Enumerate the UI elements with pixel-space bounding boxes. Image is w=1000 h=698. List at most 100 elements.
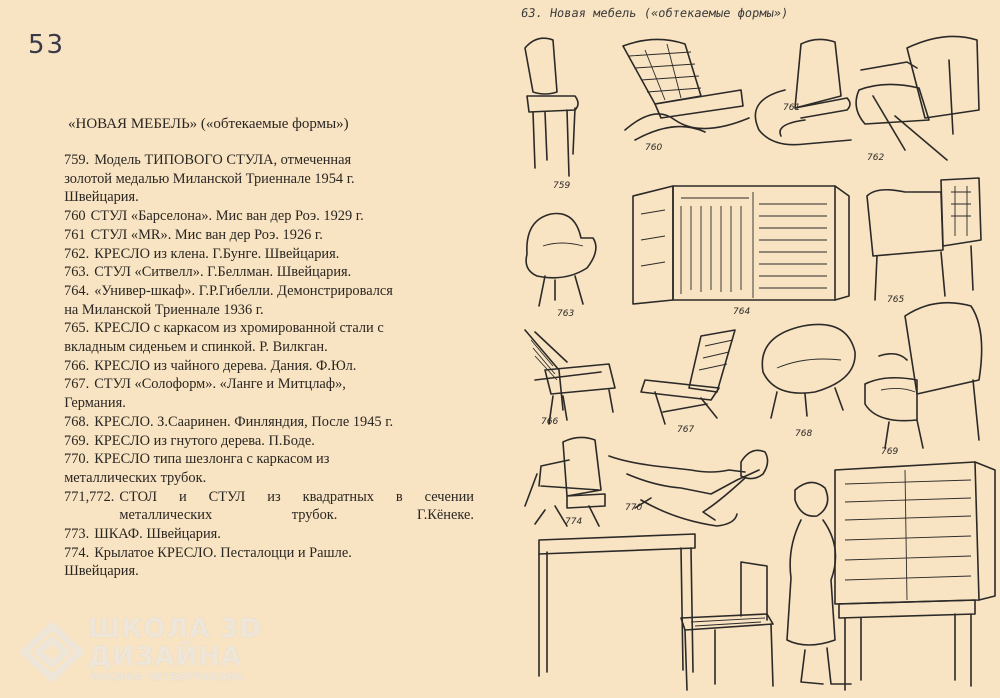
caption-line: КРЕСЛО. З.Сааринен. Финляндия, После 194… [94, 413, 394, 430]
caption-entry: 762.КРЕСЛО из клена. Г.Бунге. Швейцария. [64, 245, 474, 264]
caption-line: на Миланской Триеннале 1936 г. [64, 301, 264, 318]
caption-number: 759. [64, 152, 90, 168]
caption-number: 764. [64, 282, 90, 299]
caption-number: 771,772. [64, 488, 115, 505]
caption-text: КРЕСЛО с каркасом из хромированной стали… [64, 319, 474, 356]
caption-text: КРЕСЛО. З.Сааринен. Финляндия, После 194… [94, 413, 474, 432]
caption-line: КРЕСЛО типа шезлонга с каркасом из [94, 451, 330, 468]
chair-760-illustration [622, 38, 750, 141]
label-759: 759 [553, 181, 570, 191]
chair-765-illustration [866, 177, 982, 301]
caption-entry: 765.КРЕСЛО с каркасом из хромированной с… [64, 319, 474, 356]
caption-line: Швейцария. [64, 563, 139, 580]
chair-767-illustration [640, 329, 736, 425]
label-774: 774 [565, 517, 582, 527]
furniture-illustrations: 759 760 761 762 763 764 765 766 767 768 … [524, 35, 996, 691]
caption-entry: 764.«Универ-шкаф». Г.Р.Гибелли. Демонстр… [64, 282, 474, 319]
caption-text: КРЕСЛО из клена. Г.Бунге. Швейцария. [94, 245, 474, 264]
watermark-title-line1: ШКОЛА 3D [88, 614, 262, 644]
label-761: 761 [783, 103, 800, 113]
caption-entry: 767.СТУЛ «Солоформ». «Ланге и Митцлаф», Г… [64, 375, 474, 412]
chair-759-illustration [524, 37, 579, 177]
label-770: 770 [625, 503, 642, 513]
caption-line: СТУЛ «Ситвелл». Г.Беллман. Швейцария. [94, 264, 352, 281]
caption-number: 762. [64, 245, 90, 262]
caption-text: СТУЛ «MR». Мис ван дер Роэ. 1926 г. [91, 226, 474, 245]
caption-line: вкладным сиденьем и спинкой. Р. Вилкган. [64, 339, 328, 356]
label-768: 768 [795, 429, 812, 439]
caption-line: СТУЛ «Солоформ». «Ланге и Митцлаф», [94, 376, 346, 393]
caption-line: Германия. [64, 395, 126, 412]
chair-768-illustration [761, 323, 856, 419]
caption-number: 760 [64, 208, 86, 225]
caption-text: ШКАФ. Швейцария. [94, 525, 474, 544]
caption-line: СТОЛ и СТУЛ из квадратных в сечении [119, 488, 474, 505]
chair-774-illustration [524, 436, 606, 527]
chair-766-illustration [524, 329, 616, 425]
caption-list: 759.Модель ТИПОВОГО СТУЛА, отмеченная зол… [64, 151, 474, 581]
right-page-plate: 63. Новая мебель («обтекаемые формы») [505, 0, 1000, 698]
caption-line: Швейцария. [64, 189, 139, 206]
chair-763-illustration [525, 212, 597, 307]
watermark-logo-icon [20, 622, 84, 682]
caption-entry: 774.Крылатое КРЕСЛО. Песталоцци и Рашле.… [64, 544, 474, 581]
caption-text: Крылатое КРЕСЛО. Песталоцци и Рашле. Швей… [64, 544, 474, 581]
left-page: 53 «НОВАЯ МЕБЕЛЬ» («обтекаемые формы») 7… [20, 30, 474, 683]
chaise-770-illustration [608, 449, 769, 527]
chair-761-illustration [754, 38, 852, 146]
caption-entry: 763.СТУЛ «Ситвелл». Г.Беллман. Швейцария… [64, 263, 474, 282]
table-771-illustration [538, 533, 696, 677]
caption-line: СТУЛ «Барселона». Мис ван дер Роэ. 1929 … [90, 208, 364, 225]
cupboard-773-illustration [786, 461, 996, 691]
caption-number: 770. [64, 451, 90, 468]
caption-number: 768. [64, 413, 90, 430]
caption-line: ШКАФ. Швейцария. [94, 526, 221, 543]
caption-number: 769. [64, 432, 90, 449]
caption-text: СТУЛ «Барселона». Мис ван дер Роэ. 1929 … [91, 207, 474, 226]
caption-entry: 771,772.СТОЛ и СТУЛ из квадратных в сече… [64, 488, 474, 525]
caption-entry: 769.КРЕСЛО из гнутого дерева. П.Боде. [64, 432, 474, 451]
caption-line: металлических трубок. Г.Кёнеке. [119, 507, 474, 524]
caption-line: КРЕСЛО из гнутого дерева. П.Боде. [94, 432, 315, 449]
page-number: 53 [28, 30, 66, 60]
caption-text: КРЕСЛО из гнутого дерева. П.Боде. [94, 432, 474, 451]
caption-entry: 768.КРЕСЛО. З.Сааринен. Финляндия, После… [64, 413, 474, 432]
caption-number: 763. [64, 264, 90, 281]
caption-number: 774. [64, 544, 90, 561]
caption-entry: 759.Модель ТИПОВОГО СТУЛА, отмеченная зол… [64, 151, 474, 207]
caption-line: Модель ТИПОВОГО СТУЛА, отмеченная [94, 152, 352, 168]
label-769: 769 [881, 447, 898, 457]
caption-text: СТОЛ и СТУЛ из квадратных в сечении метал… [119, 488, 474, 525]
chair-769-illustration [864, 301, 983, 449]
label-762: 762 [867, 153, 884, 163]
caption-line: КРЕСЛО из чайного дерева. Дания. Ф.Юл. [94, 357, 357, 374]
caption-number: 767. [64, 376, 90, 393]
watermark-title-line2: ДИЗАЙНА [88, 642, 243, 672]
caption-text: «Универ-шкаф». Г.Р.Гибелли. Демонстриров… [64, 282, 474, 319]
caption-entry: 766.КРЕСЛО из чайного дерева. Дания. Ф.Ю… [64, 357, 474, 376]
label-766: 766 [541, 417, 558, 427]
caption-text: КРЕСЛО из чайного дерева. Дания. Ф.Юл. [94, 357, 474, 376]
label-767: 767 [677, 425, 694, 435]
caption-line: СТУЛ «MR». Мис ван дер Роэ. 1926 г. [90, 226, 323, 243]
caption-text: СТУЛ «Ситвелл». Г.Беллман. Швейцария. [94, 263, 474, 282]
caption-line: «Универ-шкаф». Г.Р.Гибелли. Демонстриров… [94, 282, 393, 299]
label-763: 763 [557, 309, 574, 319]
caption-entry: 773.ШКАФ. Швейцария. [64, 525, 474, 544]
cabinet-764-illustration [632, 185, 850, 305]
caption-line: Крылатое КРЕСЛО. Песталоцци и Рашле. [94, 544, 352, 561]
caption-line: золотой медалью Миланской Триеннале 1954… [64, 170, 355, 187]
chair-772-illustration [680, 561, 774, 691]
caption-line: КРЕСЛО с каркасом из хромированной стали… [94, 320, 384, 337]
caption-line: металлических трубок. [64, 469, 207, 486]
chair-762-illustration [855, 35, 980, 161]
caption-line: КРЕСЛО из клена. Г.Бунге. Швейцария. [94, 245, 340, 262]
caption-number: 773. [64, 526, 90, 543]
caption-number: 765. [64, 320, 90, 337]
caption-number: 761 [64, 226, 86, 243]
label-765: 765 [887, 295, 904, 305]
